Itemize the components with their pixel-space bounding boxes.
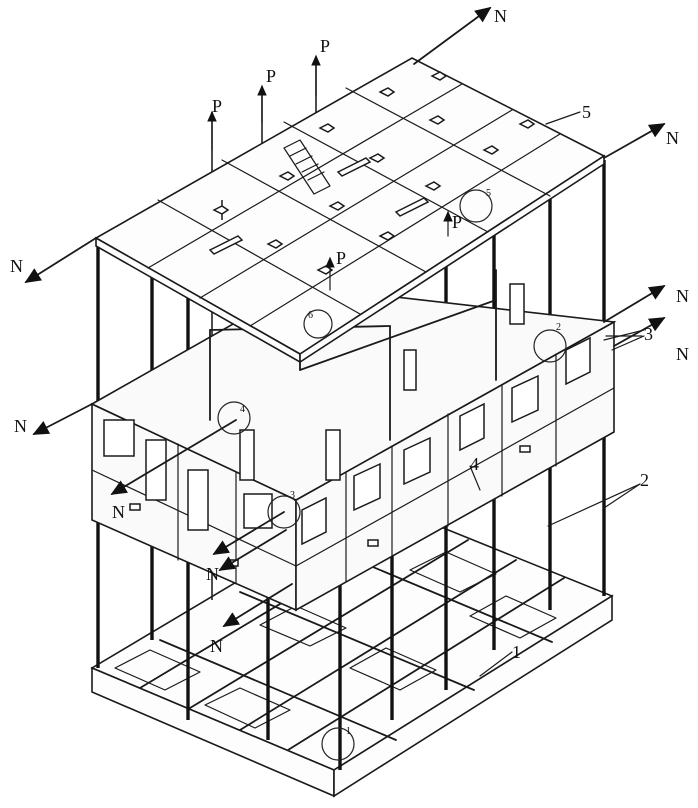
- detail-circle-2: [533, 329, 567, 363]
- detail-circle-6: [303, 309, 333, 339]
- label-n-right-mid: N: [676, 286, 689, 306]
- label-n-center-left: N: [112, 502, 125, 522]
- label-p-1: P: [212, 96, 222, 116]
- label-n-right-top: N: [666, 128, 679, 148]
- label-detail-4: 4: [240, 404, 245, 415]
- label-p-4: P: [336, 248, 346, 268]
- label-n-center-low: N: [210, 636, 223, 656]
- label-detail-6: 6: [308, 310, 313, 321]
- label-item-4: 4: [470, 454, 479, 474]
- label-detail-1: 1: [346, 726, 351, 737]
- leader-lines: [469, 111, 645, 677]
- label-n-top: N: [494, 6, 507, 26]
- detail-circle-3: [267, 495, 301, 529]
- label-detail-2: 2: [556, 322, 561, 333]
- label-p-5: P: [452, 212, 462, 232]
- foundation-grid: [90, 499, 614, 798]
- label-item-2: 2: [640, 470, 649, 490]
- label-n-left-mid: N: [14, 416, 27, 436]
- force-arrows: [24, 6, 666, 627]
- label-item-5: 5: [582, 102, 591, 122]
- roof-slab: [94, 57, 606, 364]
- label-detail-3: 3: [290, 490, 295, 501]
- label-n-center: N: [206, 564, 219, 584]
- label-n-right-low: N: [676, 344, 689, 364]
- label-n-left-top: N: [10, 256, 23, 276]
- label-detail-5: 5: [486, 188, 491, 199]
- labels: N N N N N N N N N P P P P P 5 3 2 4 1 5 …: [10, 6, 689, 737]
- label-p-2: P: [266, 66, 276, 86]
- detail-circles: [217, 189, 567, 761]
- floor-walls: [90, 269, 617, 612]
- detail-circle-5: [459, 189, 493, 223]
- detail-circle-1: [321, 727, 355, 761]
- label-p-3: P: [320, 36, 330, 56]
- detail-circle-4: [217, 401, 251, 435]
- label-item-1: 1: [512, 642, 521, 662]
- label-item-3: 3: [644, 324, 653, 344]
